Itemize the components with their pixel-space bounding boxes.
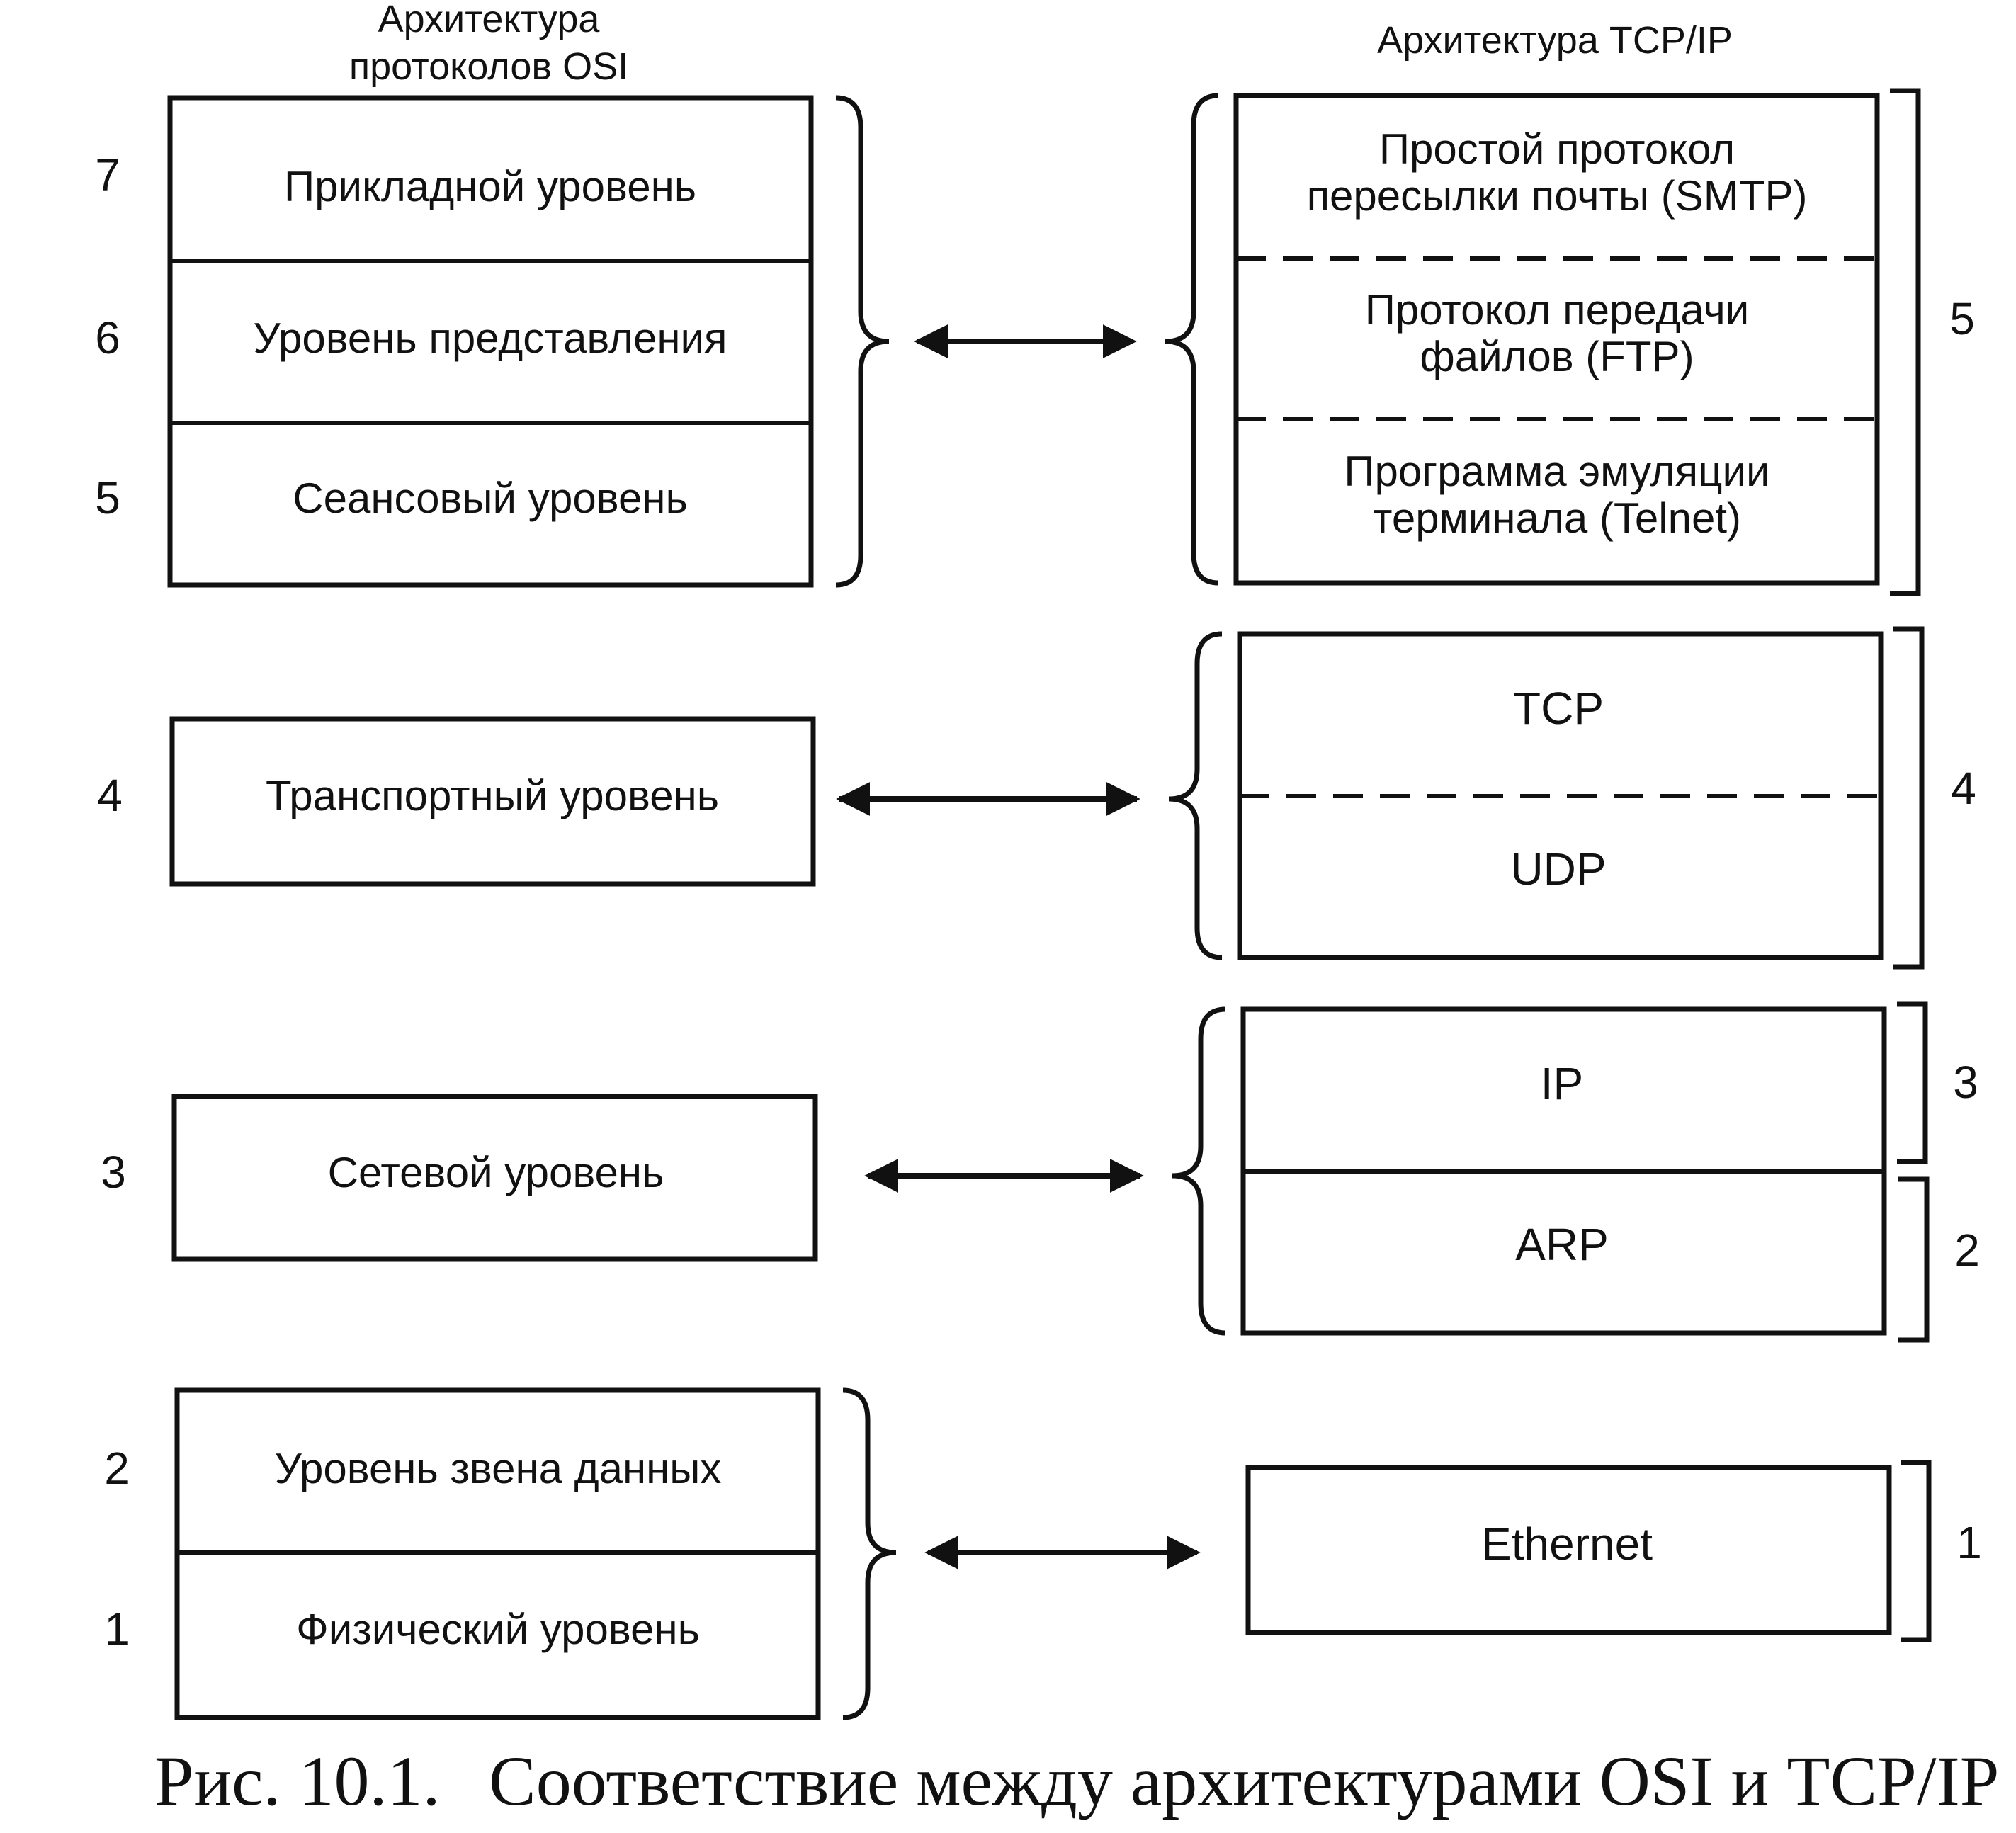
tcpip-transport-brace: [1168, 631, 1223, 960]
osi-layer-2-number: 2: [104, 1443, 130, 1494]
tcpip-group-network: IP ARP: [1240, 1006, 1887, 1336]
tcpip-layer-1-number: 1: [1956, 1517, 1982, 1568]
tcpip-app-brace: [1165, 93, 1219, 586]
osi-layer-1-number: 1: [104, 1604, 130, 1655]
tcpip-header: Архитектура TCP/IP: [1377, 19, 1733, 62]
osi-layer-4-number: 4: [97, 770, 123, 821]
osi-layer-6-number: 6: [95, 312, 120, 363]
tcpip-transport-bracket: [1893, 626, 1925, 970]
osi-network-box: [171, 1094, 818, 1262]
osi-header-line1: Архитектура: [378, 0, 601, 40]
osi-layer-5-label: Сеансовый уровень: [293, 475, 687, 522]
tcpip-layer-4-number: 4: [1951, 763, 1976, 814]
osi-layer-1-label: Физический уровень: [296, 1606, 700, 1653]
osi-layer-5-number: 5: [95, 472, 120, 523]
telnet-label-line2: терминала (Telnet): [1373, 494, 1741, 542]
osi-layer-3-label: Сетевой уровень: [328, 1149, 664, 1196]
telnet-label-line1: Программа эмуляции: [1344, 448, 1769, 495]
osi-group-transport: Транспортный уровень 4: [97, 716, 816, 887]
ethernet-box: [1245, 1465, 1892, 1635]
osi-group-upper: Прикладной уровень Уровень представления…: [95, 95, 814, 588]
osi-lower-brace: [842, 1387, 897, 1720]
osi-layer-7-number: 7: [95, 149, 120, 200]
tcpip-app-bracket: [1890, 88, 1921, 596]
tcpip-group-transport: TCP UDP: [1237, 631, 1884, 960]
figure-caption: Соответствие между архитектурами OSI и T…: [489, 1742, 1999, 1820]
smtp-label-line1: Простой протокол: [1379, 125, 1735, 173]
osi-upper-box: [167, 95, 814, 588]
tcpip-layer-5-number: 5: [1949, 293, 1975, 344]
osi-layer-2-label: Уровень звена данных: [275, 1445, 722, 1492]
osi-layer-3-number: 3: [101, 1147, 126, 1198]
tcp-label: TCP: [1513, 683, 1604, 734]
smtp-label-line2: пересылки почты (SMTP): [1307, 172, 1808, 220]
tcpip-app-box: [1233, 93, 1880, 586]
udp-label: UDP: [1510, 844, 1606, 895]
osi-upper-brace: [835, 95, 890, 588]
figure-number: Рис. 10.1.: [154, 1742, 441, 1820]
tcpip-arp-bracket: [1898, 1176, 1930, 1343]
osi-layer-6-label: Уровень представления: [254, 314, 727, 362]
osi-layer-7-label: Прикладной уровень: [284, 163, 696, 210]
ftp-label-line2: файлов (FTP): [1420, 333, 1694, 380]
osi-group-lower: Уровень звена данных Физический уровень …: [104, 1387, 821, 1720]
tcpip-link-bracket: [1901, 1460, 1932, 1642]
ethernet-label: Ethernet: [1481, 1519, 1653, 1570]
ftp-label-line1: Протокол передачи: [1365, 286, 1750, 334]
osi-header-line2: протоколов OSI: [349, 45, 628, 88]
tcpip-layer-3-number: 3: [1953, 1057, 1978, 1108]
tcpip-group-app: Простой протокол пересылки почты (SMTP) …: [1233, 93, 1880, 586]
tcpip-layer-2-number: 2: [1954, 1225, 1980, 1276]
osi-transport-box: [169, 716, 816, 887]
ip-label: IP: [1541, 1058, 1583, 1109]
osi-group-network: Сетевой уровень 3: [101, 1094, 818, 1262]
tcpip-network-brace: [1172, 1006, 1226, 1336]
tcpip-ip-bracket: [1897, 1001, 1928, 1164]
osi-layer-4-label: Транспортный уровень: [266, 772, 719, 819]
tcpip-group-link: Ethernet: [1245, 1465, 1892, 1635]
arp-label: ARP: [1515, 1219, 1609, 1270]
